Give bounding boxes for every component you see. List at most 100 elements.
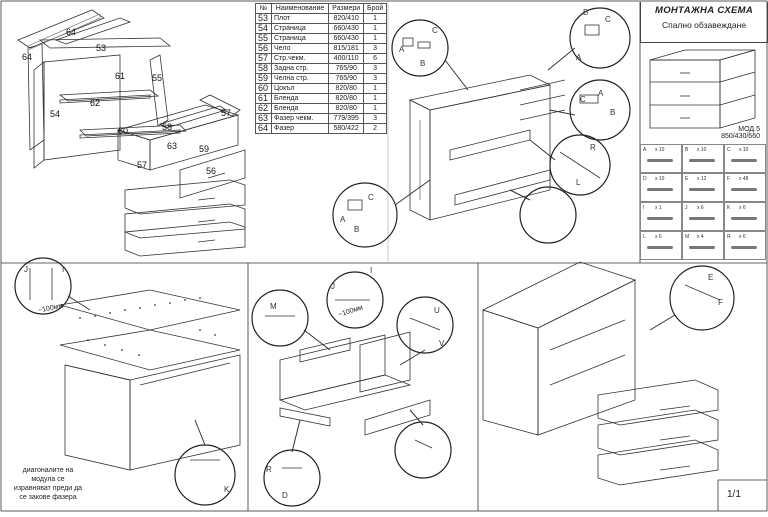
screw-icon — [689, 246, 715, 249]
model-dims: 850/430/660 — [721, 133, 760, 140]
screw-icon — [731, 217, 757, 220]
col-dims: Размери — [328, 3, 365, 14]
svg-text:K: K — [224, 485, 230, 494]
part-qty: 3 — [363, 113, 387, 124]
part-qty: 1 — [363, 13, 387, 24]
svg-text:B: B — [610, 108, 615, 117]
part-name: Стр.чекм. — [270, 53, 330, 64]
model-name: МОД.5 — [738, 126, 760, 133]
svg-text:C: C — [432, 26, 438, 35]
svg-text:C: C — [605, 15, 611, 24]
nail-marks — [79, 297, 216, 356]
hardware-letter: K — [727, 205, 731, 211]
part-qty: 3 — [363, 43, 387, 54]
hardware-qty: x 12 — [697, 176, 707, 182]
hardware-letter: L — [643, 234, 646, 240]
hardware-qty: x 10 — [655, 176, 665, 182]
svg-text:U: U — [434, 306, 440, 315]
hardware-letter: A — [643, 147, 647, 153]
part-number: 61 — [255, 93, 272, 104]
callout-58: 58 — [162, 122, 172, 132]
screw-icon — [689, 188, 715, 191]
callout-64b: 64 — [22, 52, 32, 62]
detail-circles — [14, 7, 735, 507]
callout-54: 54 — [50, 109, 60, 119]
hardware-letter: R — [727, 234, 731, 240]
hardware-qty: x 10 — [739, 147, 749, 153]
svg-text:C: C — [368, 193, 374, 202]
part-number: 56 — [255, 43, 272, 54]
svg-text:B: B — [420, 59, 425, 68]
part-name: Страница — [270, 33, 330, 44]
product-sketch — [649, 49, 756, 129]
final-assembly-view — [481, 261, 719, 486]
svg-text:I: I — [370, 266, 372, 275]
svg-text:V: V — [439, 339, 445, 348]
part-number: 63 — [255, 113, 272, 124]
part-dims: 400/110 — [328, 53, 365, 64]
callout-61: 61 — [115, 71, 125, 81]
screw-icon — [647, 217, 673, 220]
hardware-letter: F — [727, 176, 731, 182]
parts-table-header: № Наименование Размери Брой — [255, 3, 387, 14]
part-name: Фазер — [270, 123, 330, 134]
hardware-qty: x 6 — [739, 234, 746, 240]
part-name: Челна стр. — [270, 73, 330, 84]
part-qty: 1 — [363, 93, 387, 104]
hardware-qty: x 10 — [697, 147, 707, 153]
callout-56: 56 — [206, 166, 216, 176]
screw-icon — [731, 188, 757, 191]
callout-57b: 57 — [137, 160, 147, 170]
callout-57a: 57 — [221, 108, 231, 118]
svg-text:A: A — [399, 45, 405, 54]
part-number: 59 — [255, 73, 272, 84]
hardware-letter: D — [643, 176, 647, 182]
col-name: Наименование — [270, 3, 330, 14]
svg-text:A: A — [340, 215, 346, 224]
svg-text:D: D — [282, 491, 288, 500]
svg-text:R: R — [590, 143, 596, 152]
hardware-letter: C — [727, 147, 731, 153]
assembly-note: диагоналите на модула се изравняват пред… — [13, 467, 83, 501]
part-dims: 820/80 — [328, 83, 365, 94]
page-number: 1/1 — [727, 489, 741, 500]
screw-icon — [689, 159, 715, 162]
screw-icon — [731, 159, 757, 162]
callout-55: 55 — [152, 73, 162, 83]
exploded-view-carcass — [17, 9, 246, 257]
hardware-letter: J — [685, 205, 688, 211]
part-number: 60 — [255, 83, 272, 94]
hardware-qty: x 48 — [739, 176, 749, 182]
part-qty: 1 — [363, 103, 387, 114]
svg-text:B: B — [583, 8, 588, 17]
part-number: 64 — [255, 123, 272, 134]
part-dims: 765/90 — [328, 73, 365, 84]
svg-text:J: J — [331, 282, 335, 291]
part-dims: 765/90 — [328, 63, 365, 74]
col-number: № — [255, 3, 272, 14]
part-name: Плот — [270, 13, 330, 24]
part-dims: 820/80 — [328, 93, 365, 104]
part-dims: 580/422 — [328, 123, 365, 134]
callout-59: 59 — [199, 144, 209, 154]
part-name: Бленда — [270, 93, 330, 104]
